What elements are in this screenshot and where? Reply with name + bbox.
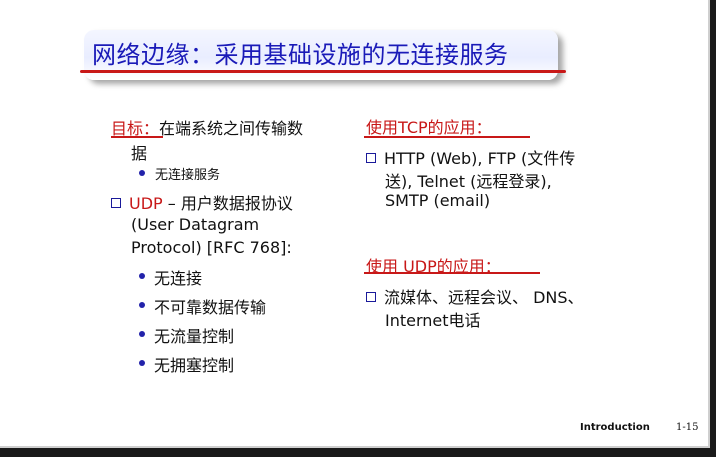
tcp-line-1-text: HTTP (Web), FTP (文件传	[384, 149, 576, 168]
goal-bullet: 无连接服务	[155, 168, 221, 183]
footer-label: Introduction	[580, 422, 650, 433]
tcp-line-3: SMTP (email)	[385, 191, 491, 210]
tcp-line-1: HTTP (Web), FTP (文件传	[366, 145, 575, 169]
udp-bullet-dot	[139, 360, 145, 366]
udp-apps-line-2: Internet电话	[385, 311, 481, 330]
square-bullet-icon	[366, 152, 376, 163]
tcp-line-2: 送), Telnet (远程登录),	[385, 172, 552, 191]
udp-line-3: Protocol) [RFC 768]:	[131, 238, 292, 257]
udp-bullet-item: 无拥塞控制	[154, 356, 235, 375]
tcp-heading-acronym: TCP	[398, 118, 428, 137]
title-underline	[80, 70, 566, 73]
slide: 网络边缘：采用基础设施的无连接服务 目标：在端系统之间传输数 据 无连接服务 U…	[0, 0, 710, 448]
square-bullet-icon	[111, 197, 121, 208]
udp-heading-post: 的应用：	[436, 257, 501, 276]
goal-text-1: 在端系统之间传输数	[159, 119, 304, 138]
udp-bullet-dot	[139, 273, 145, 279]
udp-bullet-item: 无流量控制	[154, 327, 235, 346]
goal-line-1: 目标：在端系统之间传输数	[111, 115, 303, 139]
udp-line-1-text: – 用户数据报协议	[162, 194, 293, 213]
udp-apps-heading: 使用 UDP的应用：	[366, 253, 501, 277]
udp-apps-line-1-text: 流媒体、远程会议、 DNS、	[384, 288, 584, 307]
slide-title: 网络边缘：采用基础设施的无连接服务	[92, 41, 509, 69]
udp-heading-underline	[364, 272, 540, 274]
page-number: 1-15	[676, 422, 699, 433]
tcp-apps-heading: 使用TCP的应用：	[366, 114, 492, 138]
goal-bullet-dot	[139, 170, 145, 176]
goal-label-underline	[111, 136, 163, 138]
goal-label: 目标：	[111, 119, 160, 138]
udp-bullet-item: 不可靠数据传输	[154, 298, 267, 317]
tcp-heading-pre: 使用	[366, 118, 399, 137]
udp-heading-pre: 使用	[366, 257, 404, 276]
udp-apps-line-1: 流媒体、远程会议、 DNS、	[366, 284, 584, 308]
udp-bullet-dot	[139, 302, 145, 308]
udp-line-1: UDP – 用户数据报协议	[111, 190, 293, 214]
udp-line-2: (User Datagram	[131, 215, 260, 234]
udp-bullet-item: 无连接	[154, 269, 203, 288]
tcp-heading-underline	[364, 136, 530, 138]
goal-text-2: 据	[131, 144, 148, 163]
udp-label: UDP	[129, 194, 163, 213]
udp-bullet-dot	[139, 331, 145, 337]
udp-heading-acronym: UDP	[403, 257, 437, 276]
square-bullet-icon	[366, 291, 376, 302]
tcp-heading-post: 的应用：	[427, 118, 492, 137]
